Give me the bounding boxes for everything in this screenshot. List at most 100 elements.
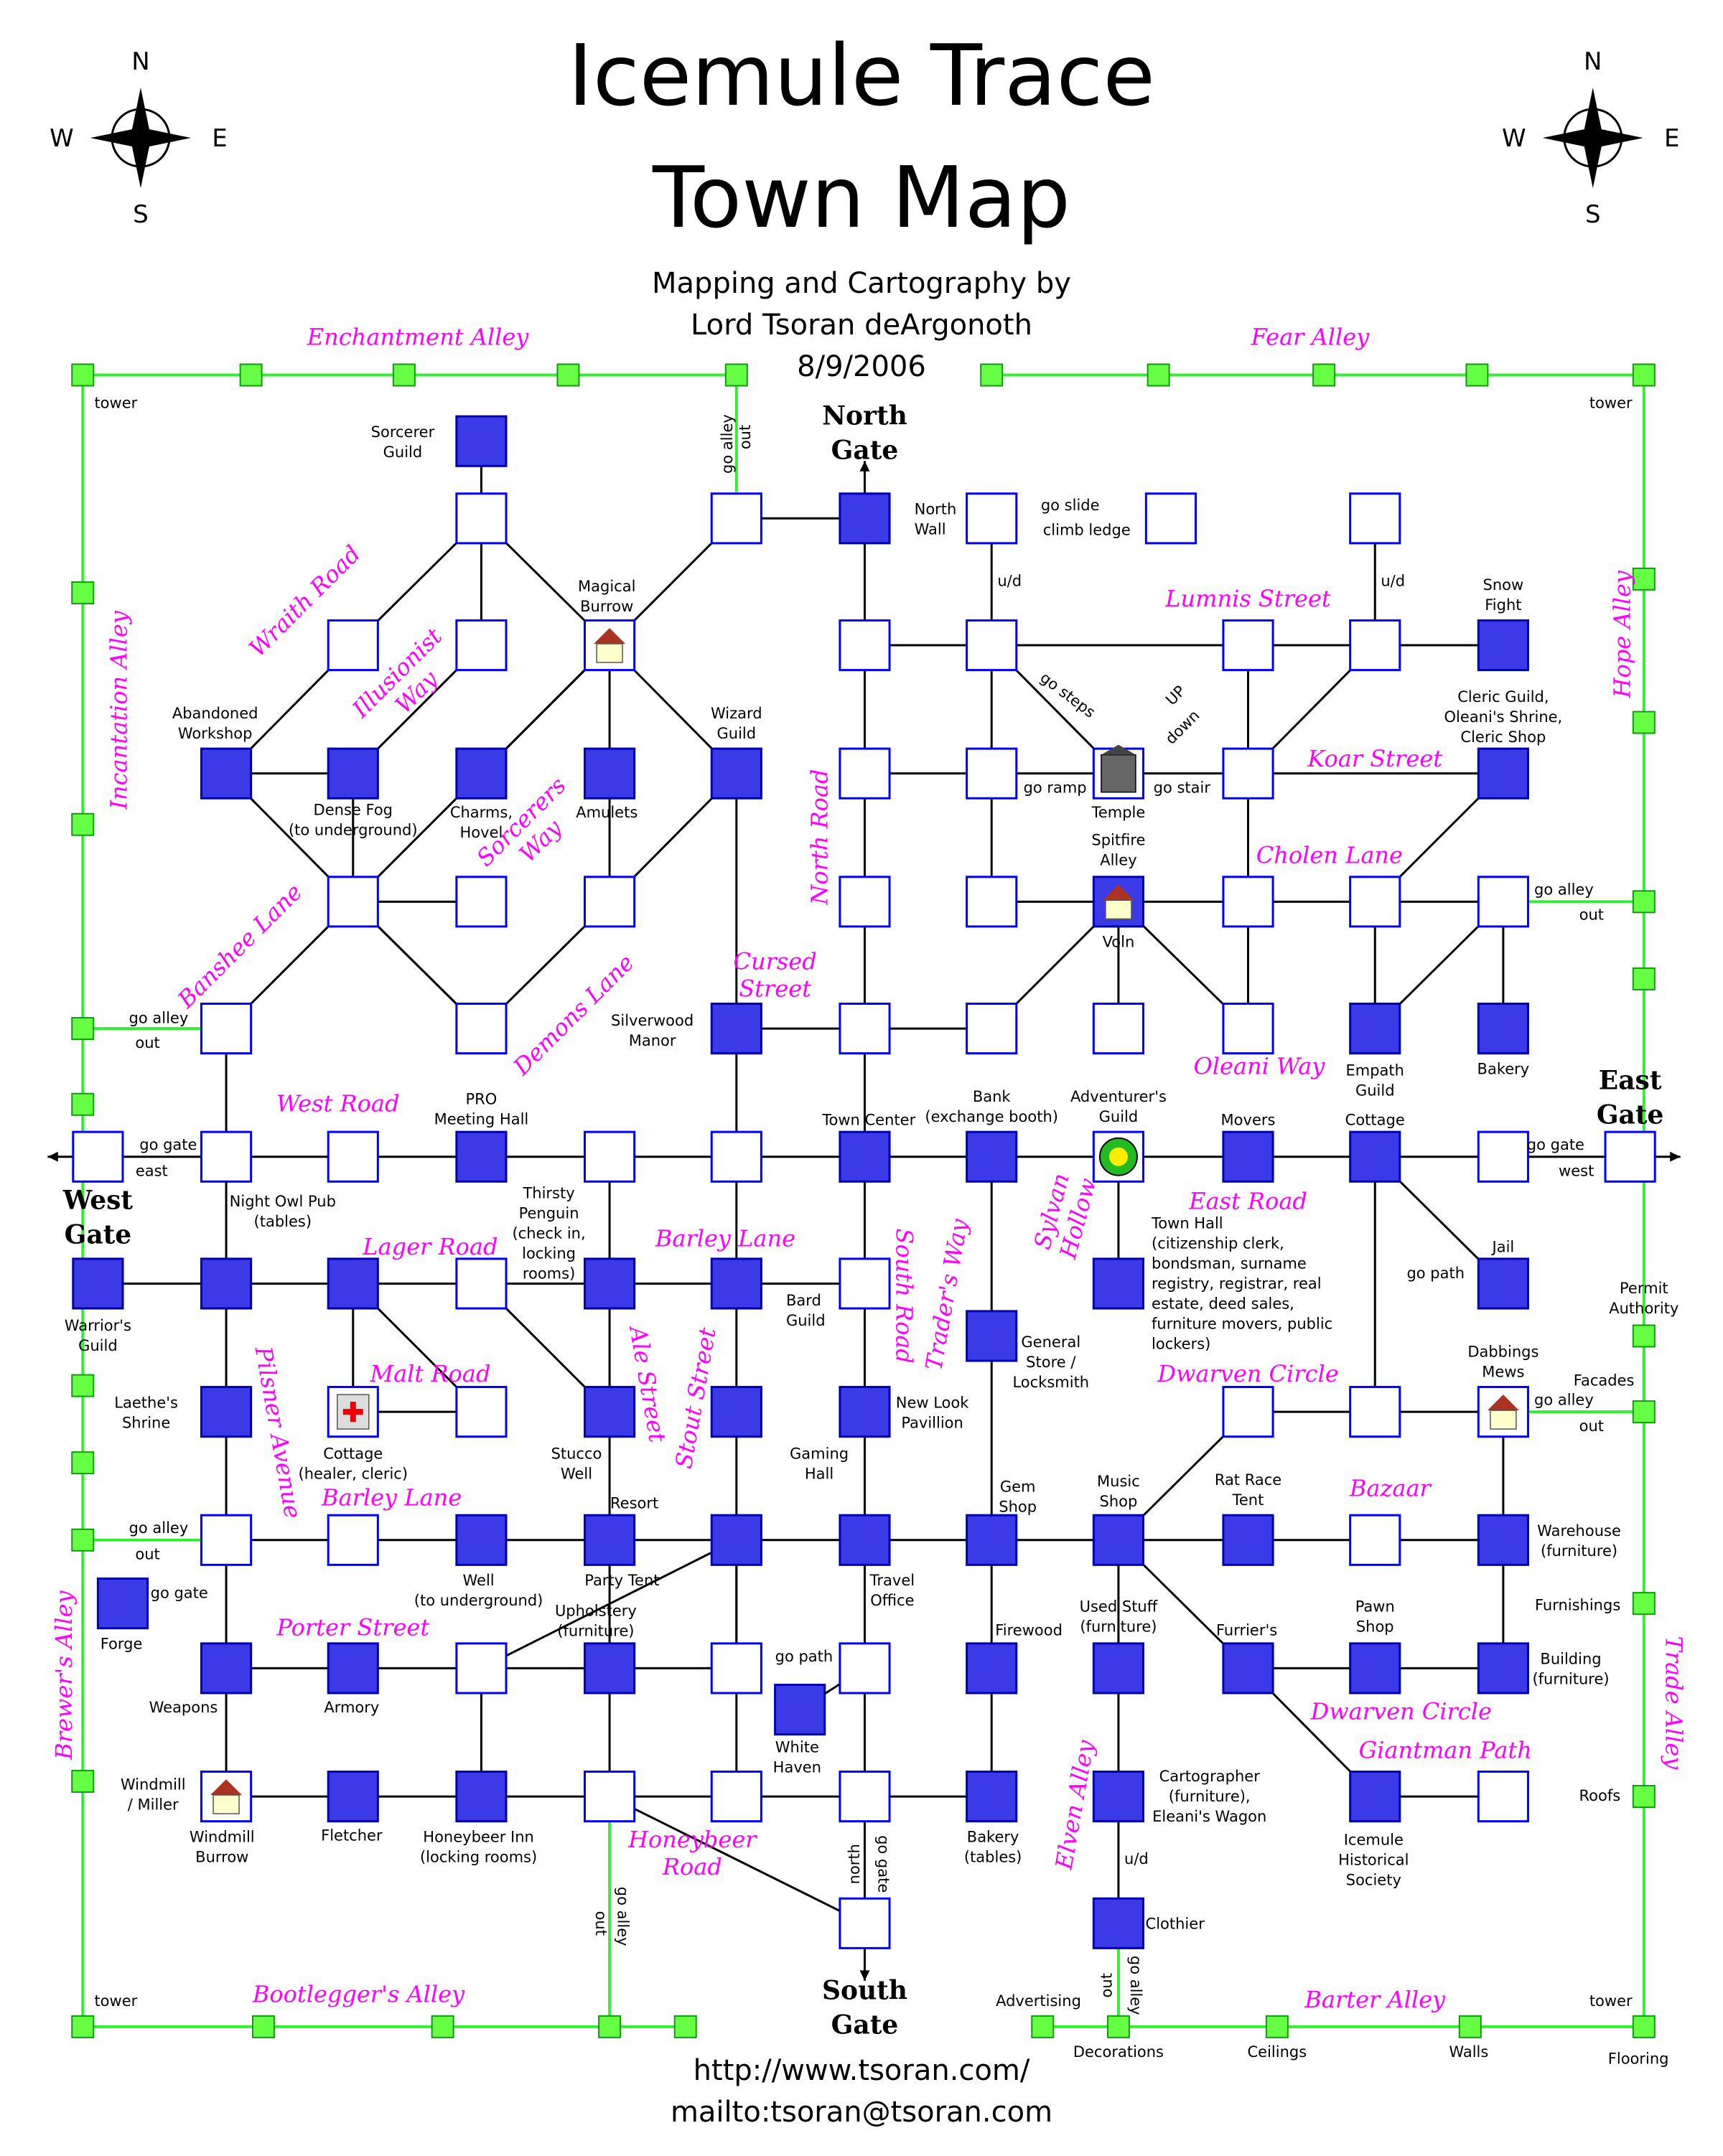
wall-tower[interactable] bbox=[673, 2015, 697, 2038]
wall-tower[interactable] bbox=[71, 1374, 95, 1397]
street-label[interactable]: Koar Street bbox=[1307, 745, 1442, 772]
wall-tower[interactable] bbox=[556, 363, 580, 387]
street-label[interactable]: Lager Road bbox=[362, 1233, 498, 1260]
map-room[interactable] bbox=[200, 1257, 253, 1310]
new-look-pavillion-room[interactable] bbox=[839, 1386, 891, 1438]
charms-hovel-room[interactable] bbox=[455, 747, 508, 800]
street-label[interactable]: Road bbox=[662, 1853, 722, 1880]
bakery-north-room[interactable] bbox=[1477, 1002, 1529, 1055]
clothier-room[interactable] bbox=[1092, 1897, 1145, 1949]
map-room[interactable] bbox=[327, 1257, 379, 1310]
map-room[interactable] bbox=[839, 747, 891, 800]
honeybeer-inn-room[interactable] bbox=[455, 1770, 508, 1823]
firewood-room[interactable] bbox=[966, 1642, 1018, 1695]
armory-room[interactable] bbox=[327, 1642, 379, 1695]
street-label[interactable]: Trade Alley bbox=[1661, 1636, 1688, 1770]
wall-tower[interactable] bbox=[724, 363, 748, 387]
town-center-room[interactable] bbox=[839, 1130, 891, 1183]
wall-tower[interactable] bbox=[71, 812, 95, 836]
travel-office-room[interactable] bbox=[839, 1514, 891, 1566]
map-room[interactable] bbox=[1477, 1770, 1529, 1823]
map-room[interactable] bbox=[584, 876, 636, 928]
map-room[interactable] bbox=[839, 1642, 891, 1695]
resort-room[interactable] bbox=[584, 1514, 636, 1566]
general-store-room[interactable] bbox=[966, 1310, 1018, 1362]
movers-room[interactable] bbox=[1222, 1130, 1274, 1183]
street-label[interactable]: Bootlegger's Alley bbox=[252, 1980, 465, 2007]
fletcher-room[interactable] bbox=[327, 1770, 379, 1823]
wall-tower[interactable] bbox=[1632, 1400, 1656, 1424]
gem-shop-room[interactable] bbox=[966, 1514, 1018, 1566]
street-label[interactable]: Incantation Alley bbox=[106, 610, 133, 810]
wall-tower[interactable] bbox=[239, 363, 263, 387]
map-room[interactable] bbox=[584, 1770, 636, 1823]
map-room[interactable] bbox=[1222, 876, 1274, 928]
wall-tower[interactable] bbox=[1458, 2015, 1482, 2038]
wall-tower[interactable] bbox=[1147, 363, 1170, 387]
street-label[interactable]: Malt Road bbox=[369, 1360, 490, 1387]
pro-meeting-hall-room[interactable] bbox=[455, 1130, 508, 1183]
street-label[interactable]: Porter Street bbox=[276, 1613, 429, 1641]
map-room[interactable] bbox=[455, 619, 508, 672]
wizard-guild-room[interactable] bbox=[710, 747, 762, 800]
wall-tower[interactable] bbox=[71, 1017, 95, 1041]
cleric-guild-room[interactable] bbox=[1477, 747, 1529, 800]
map-room[interactable] bbox=[966, 747, 1018, 800]
silverwood-manor-room[interactable] bbox=[710, 1002, 762, 1055]
wall-tower[interactable] bbox=[1632, 1785, 1656, 1809]
map-room[interactable] bbox=[455, 1002, 508, 1055]
street-label[interactable]: Dwarven Circle bbox=[1157, 1360, 1338, 1387]
wall-tower[interactable] bbox=[71, 1451, 95, 1475]
map-room[interactable] bbox=[1092, 1002, 1145, 1055]
wall-tower[interactable] bbox=[1632, 1592, 1656, 1616]
map-room[interactable] bbox=[1477, 1130, 1529, 1183]
street-label[interactable]: Dwarven Circle bbox=[1310, 1697, 1492, 1725]
map-room[interactable] bbox=[327, 876, 379, 928]
map-room[interactable] bbox=[839, 876, 891, 928]
forge-room[interactable] bbox=[96, 1578, 149, 1630]
map-room[interactable] bbox=[1222, 747, 1274, 800]
wall-tower[interactable] bbox=[1632, 567, 1656, 591]
map-room[interactable] bbox=[710, 1642, 762, 1695]
street-label[interactable]: Pilsner Avenue bbox=[249, 1344, 307, 1520]
street-label[interactable]: Barter Alley bbox=[1304, 1986, 1446, 2013]
map-room[interactable] bbox=[966, 619, 1018, 672]
abandoned-workshop-room[interactable] bbox=[200, 747, 253, 800]
street-label[interactable]: West Road bbox=[276, 1089, 400, 1117]
map-room[interactable] bbox=[966, 876, 1018, 928]
street-label[interactable]: North Road bbox=[806, 769, 834, 905]
wall-tower[interactable] bbox=[980, 363, 1004, 387]
map-room[interactable] bbox=[1349, 1386, 1401, 1438]
wall-tower[interactable] bbox=[392, 363, 416, 387]
map-room[interactable] bbox=[200, 1514, 253, 1566]
map-room[interactable] bbox=[710, 1386, 762, 1438]
street-label[interactable]: Cholen Lane bbox=[1256, 842, 1403, 869]
well-room[interactable] bbox=[455, 1514, 508, 1566]
wall-tower[interactable] bbox=[1632, 363, 1656, 387]
map-room[interactable] bbox=[1222, 1386, 1274, 1438]
street-label[interactable]: Bazaar bbox=[1349, 1474, 1432, 1501]
wall-tower[interactable] bbox=[1632, 711, 1656, 734]
wall-tower[interactable] bbox=[1106, 2015, 1130, 2038]
footer-email-link[interactable]: mailto:tsoran@tsoran.com bbox=[670, 2096, 1053, 2129]
map-room[interactable] bbox=[966, 492, 1018, 545]
stucco-well-room[interactable] bbox=[584, 1386, 636, 1438]
map-room[interactable] bbox=[839, 1002, 891, 1055]
bard-guild-room[interactable] bbox=[710, 1257, 762, 1310]
weapons-room[interactable] bbox=[200, 1642, 253, 1695]
wall-tower[interactable] bbox=[71, 1092, 95, 1116]
wall-tower[interactable] bbox=[71, 581, 95, 605]
street-label[interactable]: Oleani Way bbox=[1193, 1052, 1325, 1079]
wall-tower[interactable] bbox=[1265, 2015, 1289, 2038]
amulets-room[interactable] bbox=[584, 747, 636, 800]
map-room[interactable] bbox=[710, 492, 762, 545]
street-label[interactable]: Honeybeer bbox=[627, 1826, 757, 1853]
map-room[interactable] bbox=[839, 1897, 891, 1949]
thirsty-penguin-room[interactable] bbox=[584, 1257, 636, 1310]
wall-tower[interactable] bbox=[71, 2015, 95, 2038]
wall-tower[interactable] bbox=[1031, 2015, 1055, 2038]
pawn-shop-room[interactable] bbox=[1349, 1642, 1401, 1695]
map-room[interactable] bbox=[584, 1130, 636, 1183]
wall-tower[interactable] bbox=[598, 2015, 622, 2038]
wall-tower[interactable] bbox=[1632, 1324, 1656, 1348]
